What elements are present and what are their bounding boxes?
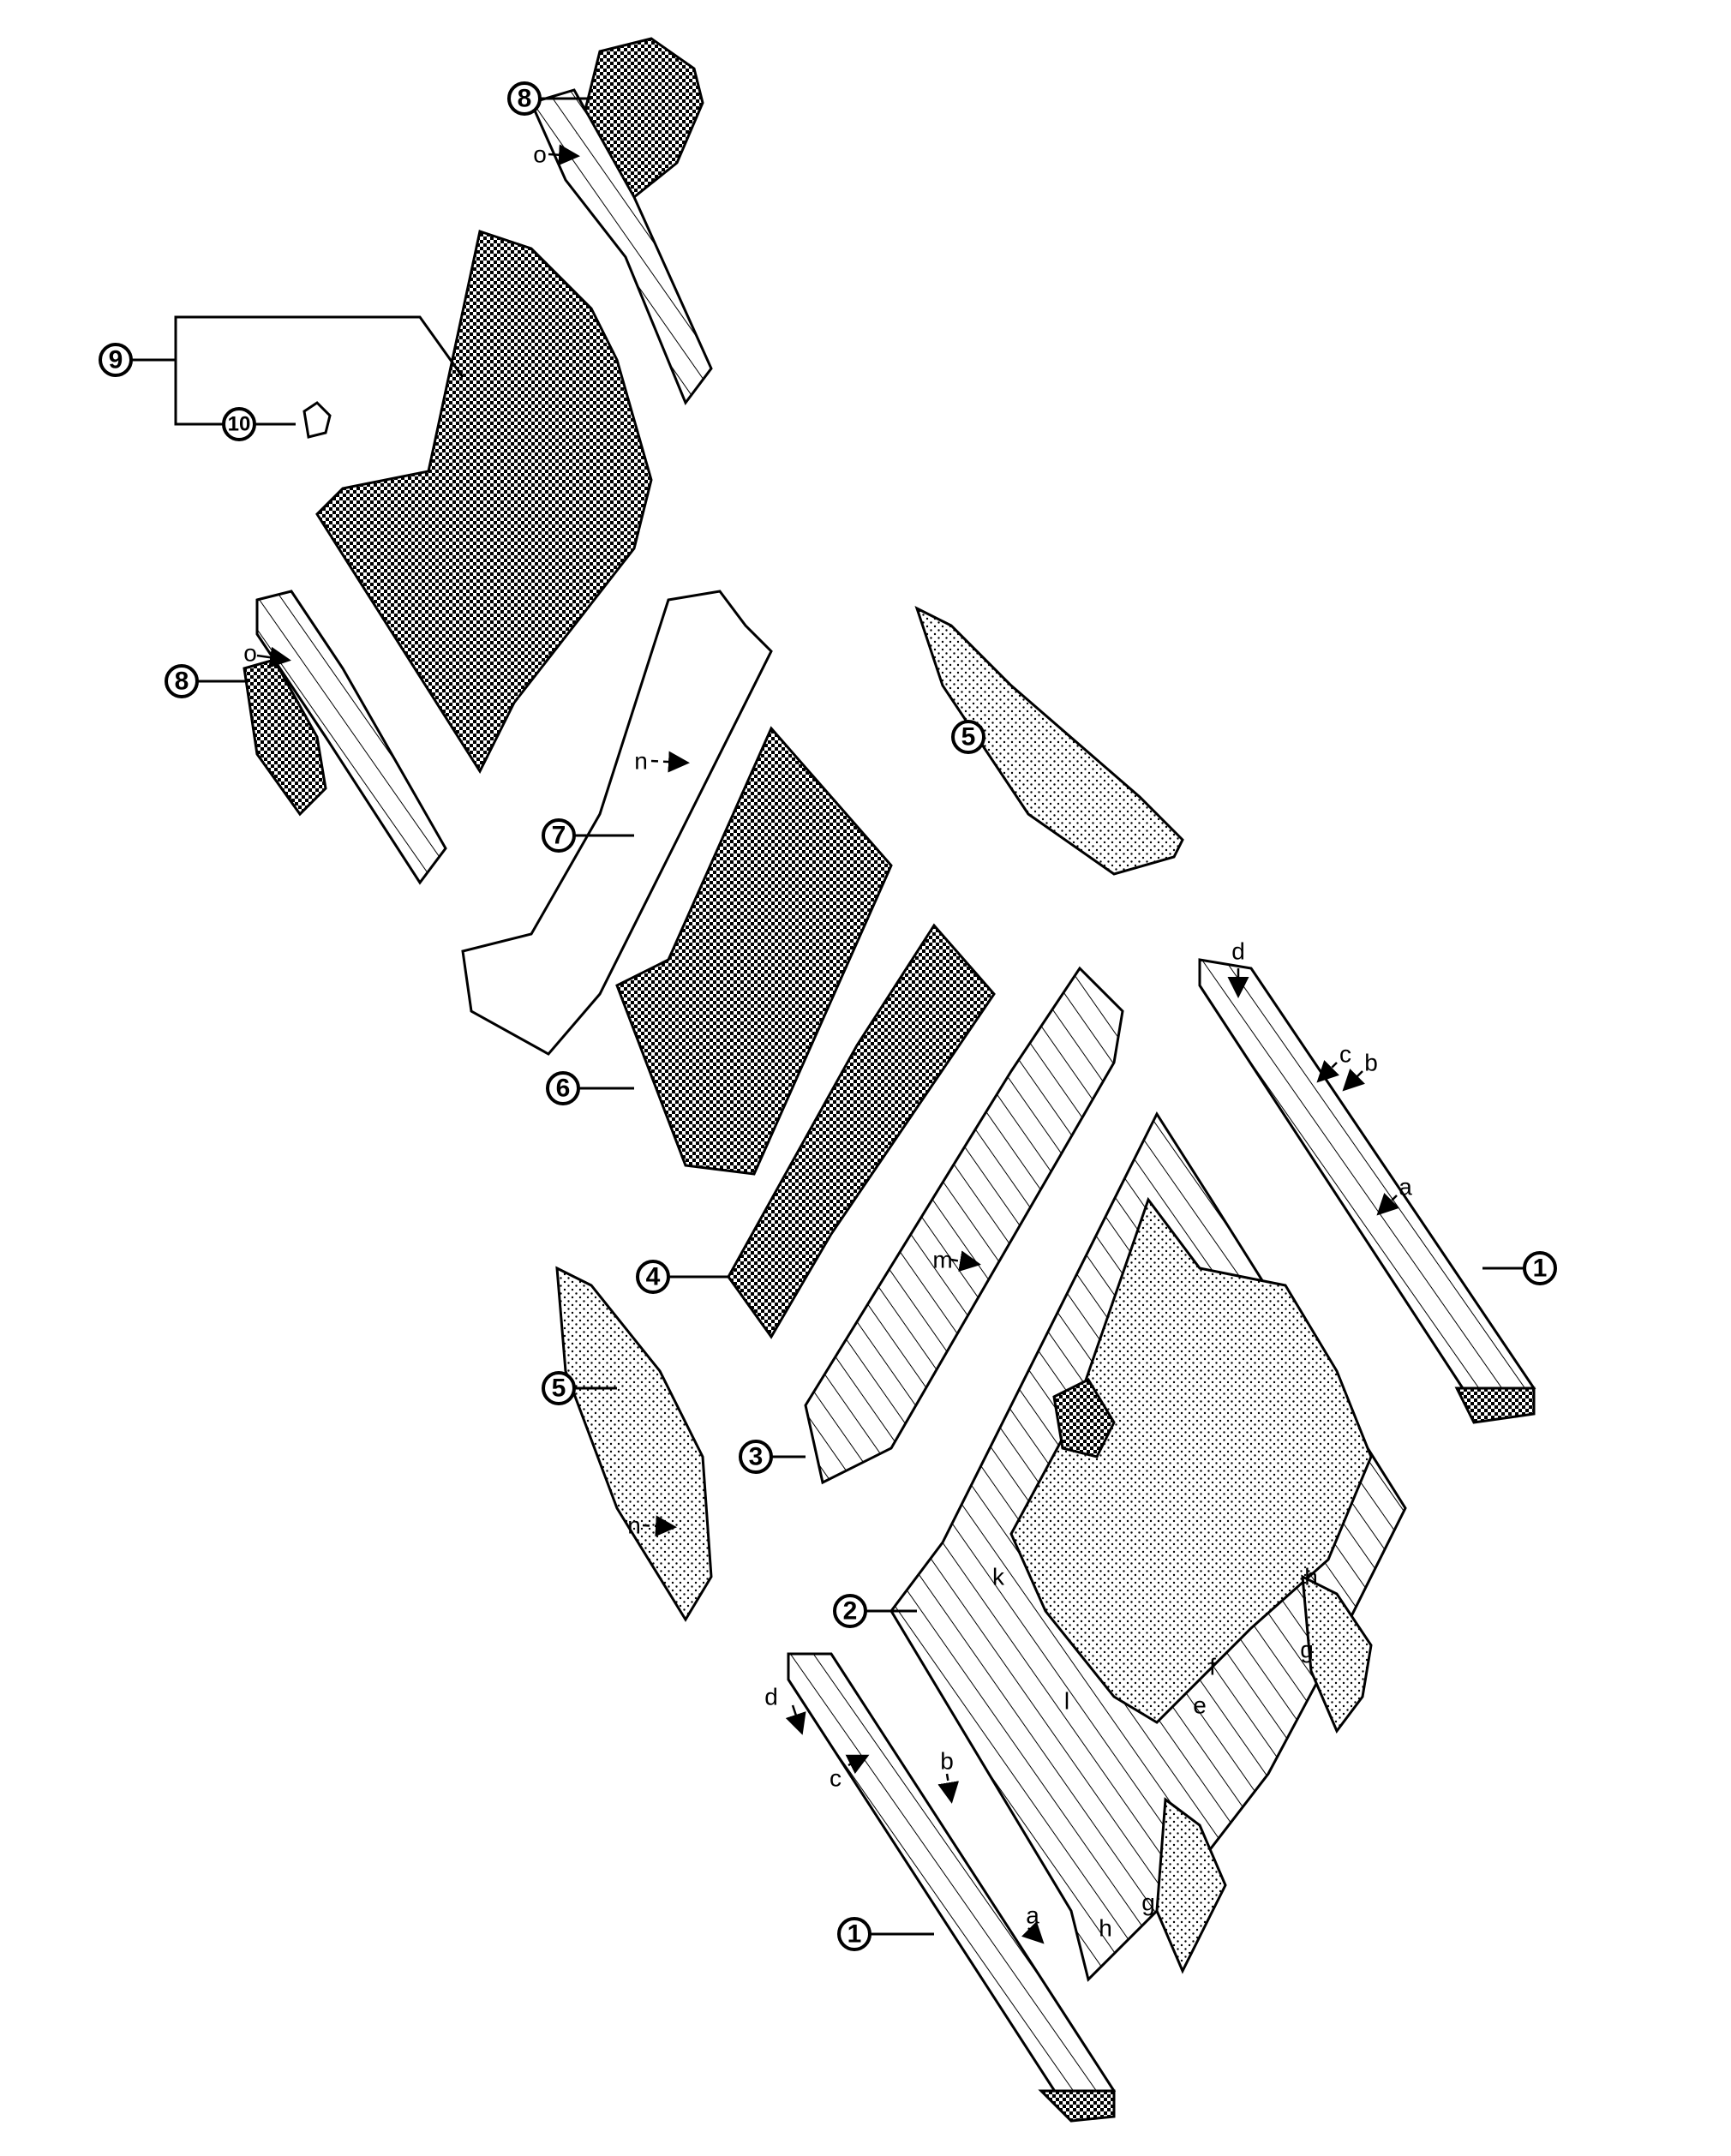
letter-b-right: b xyxy=(1364,1050,1378,1076)
part-8-left xyxy=(243,590,447,885)
letter-h-right: h xyxy=(1304,1564,1318,1590)
svg-text:7: 7 xyxy=(552,822,566,850)
part-8-top xyxy=(529,37,713,406)
callout-9: 9 xyxy=(99,343,133,377)
part-1-left-rail xyxy=(787,1652,1117,2123)
part-6-panel xyxy=(615,726,893,1176)
letter-f: f xyxy=(1209,1654,1216,1680)
part-5-left xyxy=(555,1266,713,1622)
part-10-clip xyxy=(302,401,332,439)
letter-o-left: o xyxy=(243,640,257,667)
callout-6: 6 xyxy=(546,1071,580,1105)
svg-text:9: 9 xyxy=(109,346,123,374)
letter-b-left: b xyxy=(940,1748,954,1775)
letter-c-right: c xyxy=(1339,1041,1351,1068)
letter-n-right: n xyxy=(634,748,648,775)
callout-3: 3 xyxy=(739,1440,773,1474)
part-3-rail xyxy=(804,966,1124,1485)
letter-g-left: g xyxy=(1141,1889,1155,1916)
callout-5-right: 5 xyxy=(951,720,985,754)
part-7-crossmember xyxy=(461,590,773,1056)
part-2-floor xyxy=(889,1111,1407,1982)
letter-n-left: n xyxy=(627,1512,641,1539)
callout-10: 10 xyxy=(222,407,256,441)
svg-text:8: 8 xyxy=(175,668,189,696)
svg-text:2: 2 xyxy=(843,1597,858,1626)
letter-d-left: d xyxy=(764,1684,778,1710)
letter-m: m xyxy=(932,1247,952,1273)
letter-d-right: d xyxy=(1231,938,1245,965)
letter-labels: o o n m n d c b a d c b a k h g f e l g … xyxy=(243,141,1412,1942)
svg-text:6: 6 xyxy=(556,1075,571,1103)
callout-4: 4 xyxy=(636,1260,670,1294)
callout-8-top: 8 xyxy=(507,81,542,116)
callout-7: 7 xyxy=(542,818,576,853)
svg-text:4: 4 xyxy=(646,1263,661,1291)
letter-e: e xyxy=(1193,1692,1207,1719)
letter-h-left: h xyxy=(1099,1915,1112,1942)
callout-1-left: 1 xyxy=(837,1917,871,1951)
svg-text:1: 1 xyxy=(1533,1255,1548,1283)
part-1-right-rail xyxy=(1198,958,1536,1424)
callout-2: 2 xyxy=(833,1594,867,1628)
svg-text:10: 10 xyxy=(228,413,251,436)
letter-a-right: a xyxy=(1399,1174,1412,1201)
callout-1-right: 1 xyxy=(1523,1251,1557,1285)
svg-text:5: 5 xyxy=(961,723,976,752)
callout-8-left: 8 xyxy=(165,664,199,698)
letter-l: l xyxy=(1064,1688,1069,1715)
letter-g-right: g xyxy=(1300,1637,1314,1663)
pointer-arrows xyxy=(256,144,1399,1944)
svg-text:5: 5 xyxy=(552,1374,566,1403)
letter-c-left: c xyxy=(830,1765,842,1792)
callout-5-left: 5 xyxy=(542,1371,576,1405)
letter-k: k xyxy=(992,1564,1005,1590)
part-9-panel xyxy=(315,230,653,775)
letter-a-left: a xyxy=(1026,1902,1039,1929)
svg-text:1: 1 xyxy=(848,1920,862,1949)
leader-lines xyxy=(129,97,1525,1936)
letter-o-top: o xyxy=(533,141,547,168)
svg-text:3: 3 xyxy=(749,1443,764,1471)
svg-text:8: 8 xyxy=(518,85,532,113)
part-5-right xyxy=(914,606,1184,876)
part-4-panel xyxy=(727,923,996,1339)
